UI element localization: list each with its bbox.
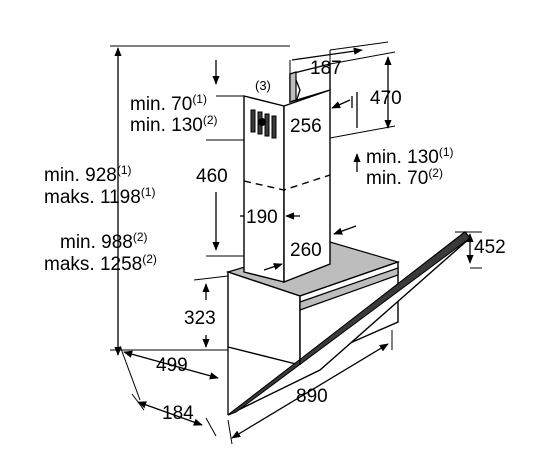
label-chimney-top-alt-text: min. 130 <box>130 115 203 136</box>
label-height-b-max: maks. 1258(2) <box>44 252 157 275</box>
label-323: 323 <box>184 308 216 329</box>
label-height-a-min: min. 928(1) <box>44 163 132 186</box>
label-height-b-min-text: min. 988 <box>60 232 133 253</box>
label-452: 452 <box>474 237 506 258</box>
label-height-a-min-sup: (1) <box>117 163 132 177</box>
label-184: 184 <box>162 403 194 424</box>
label-height-b-min: min. 988(2) <box>60 230 148 253</box>
label-height-b-max-text: maks. 1258 <box>44 254 142 275</box>
label-190: 190 <box>246 207 278 228</box>
label-height-a-max-sup: (1) <box>141 185 156 199</box>
label-height-a-min-text: min. 928 <box>44 165 117 186</box>
label-height-a-max: maks. 1198(1) <box>44 185 155 208</box>
label-260: 260 <box>290 240 322 261</box>
label-gap-min-text: min. 130 <box>366 147 439 168</box>
label-gap-alt-text: min. 70 <box>366 168 428 189</box>
label-499: 499 <box>156 355 188 376</box>
label-chimney-top-alt: min. 130(2) <box>130 113 218 136</box>
dimension-lines <box>110 41 482 445</box>
label-890: 890 <box>296 386 328 407</box>
label-height-b-min-sup: (2) <box>133 230 148 244</box>
label-note-3: (3) <box>255 78 271 93</box>
label-chimney-top-alt-sup: (2) <box>203 113 218 127</box>
label-gap-alt: min. 70(2) <box>366 166 443 189</box>
label-256: 256 <box>290 116 322 137</box>
label-gap-min: min. 130(1) <box>366 145 454 168</box>
label-470: 470 <box>370 88 402 109</box>
dimension-labels: 187 470 (3) min. 70(1) min. 130(2) 256 m… <box>44 58 506 424</box>
label-chimney-top-min-text: min. 70 <box>130 94 192 115</box>
label-187: 187 <box>310 58 342 79</box>
label-gap-alt-sup: (2) <box>428 166 443 180</box>
label-chimney-top-min: min. 70(1) <box>130 92 207 115</box>
label-chimney-top-min-sup: (1) <box>192 92 207 106</box>
label-460: 460 <box>196 166 228 187</box>
label-height-a-max-text: maks. 1198 <box>44 187 141 208</box>
label-gap-min-sup: (1) <box>439 145 454 159</box>
chimney <box>243 63 331 284</box>
label-height-b-max-sup: (2) <box>142 252 157 266</box>
